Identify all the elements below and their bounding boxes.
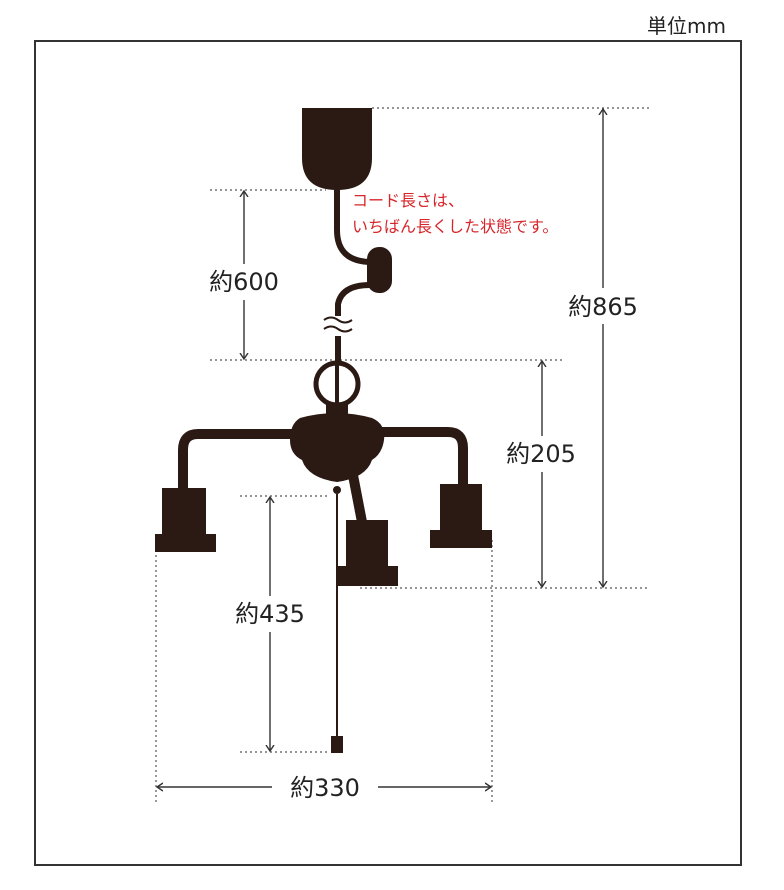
cord-middle [335, 282, 371, 316]
pendant-fixture [155, 108, 492, 753]
note-line-2: いちばん長くした状態です。 [352, 217, 558, 236]
socket-right [430, 484, 492, 548]
socket-left [155, 488, 216, 552]
break-mark-1 [323, 316, 353, 324]
dim-label-pull: 約435 [235, 600, 305, 628]
cord-adjuster [367, 247, 392, 293]
arm-right [376, 427, 468, 486]
dim-label-width: 約330 [290, 774, 360, 802]
arm-left [178, 429, 296, 488]
socket-front [338, 520, 398, 586]
note-line-1: コード長さは、 [352, 191, 464, 210]
cord-upper [334, 188, 373, 265]
ceiling-canopy [302, 108, 372, 190]
dim-label-cord: 約600 [209, 268, 279, 296]
dim-label-body: 約205 [506, 440, 576, 468]
central-body [290, 413, 385, 482]
pull-cord-end[interactable] [331, 736, 343, 753]
dim-label-total: 約865 [568, 293, 638, 321]
break-mark-2 [323, 325, 353, 333]
unit-label: 単位mm [647, 14, 726, 38]
diagram-frame [34, 40, 742, 866]
arm-front [347, 469, 367, 523]
